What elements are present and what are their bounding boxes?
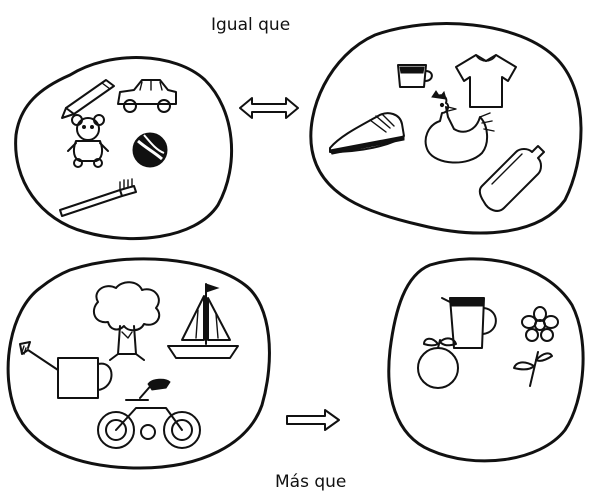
label-igual-que: Igual que — [211, 15, 291, 35]
tree-icon — [92, 281, 161, 361]
set-b-blob — [309, 22, 583, 235]
bottle-icon — [478, 145, 545, 212]
right-arrow-icon — [286, 409, 340, 431]
flower-icon — [521, 306, 559, 342]
shoe-icon — [329, 112, 405, 155]
ball-icon — [132, 132, 168, 168]
teddy-bear-icon — [67, 114, 109, 168]
pitcher-icon — [441, 297, 497, 349]
hen-icon — [424, 90, 495, 164]
tricycle-icon — [97, 378, 201, 449]
double-arrow-icon — [239, 97, 299, 119]
pencil-icon — [61, 79, 115, 119]
orange-icon — [417, 337, 459, 389]
set-d-blob — [387, 257, 585, 463]
watering-can-icon — [19, 341, 113, 399]
shirt-icon — [455, 54, 517, 108]
toothbrush-icon — [59, 178, 137, 217]
label-mas-que: Más que — [275, 472, 347, 492]
rose-icon — [513, 351, 553, 387]
sailboat-icon — [167, 283, 239, 359]
cup-icon — [397, 64, 433, 88]
set-a-blob — [14, 56, 234, 241]
toy-car-icon — [117, 79, 177, 113]
